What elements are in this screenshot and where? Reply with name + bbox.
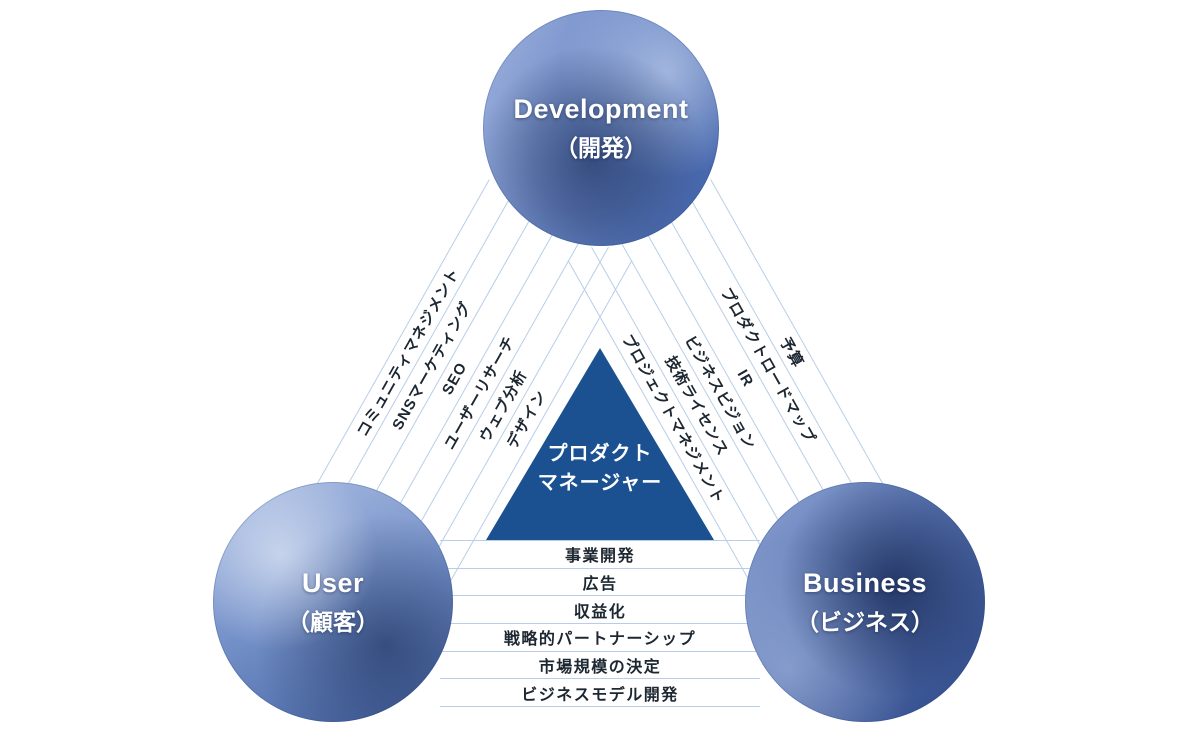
business-label-ja: （ビジネス） [796,608,934,635]
skill-label-bottom-2: 収益化 [440,595,760,623]
skill-label-bottom-0: 事業開発 [440,540,760,568]
product-manager-label-line1: プロダクト [547,443,653,465]
business-circle: Business （ビジネス） [745,482,985,722]
skill-label-bottom-4: 市場規模の決定 [440,650,760,679]
product-manager-label-line2: マネージャー [537,472,663,494]
user-circle: User （顧客） [213,482,453,722]
skill-label-bottom-5: ビジネスモデル開発 [440,678,760,706]
development-circle: Development （開発） [483,10,719,246]
development-label-en: Development [513,93,689,124]
user-label-ja: （顧客） [287,608,379,635]
development-label-ja: （開発） [555,134,647,161]
user-label-en: User [301,567,365,598]
business-label-en: Business [802,567,928,598]
skill-label-bottom-1: 広告 [440,567,760,596]
edge-bottom-band: 事業開発 広告 収益化 戦略的パートナーシップ 市場規模の決定 ビジネスモデル開… [440,540,760,707]
skill-label-bottom-3: 戦略的パートナーシップ [440,623,760,651]
